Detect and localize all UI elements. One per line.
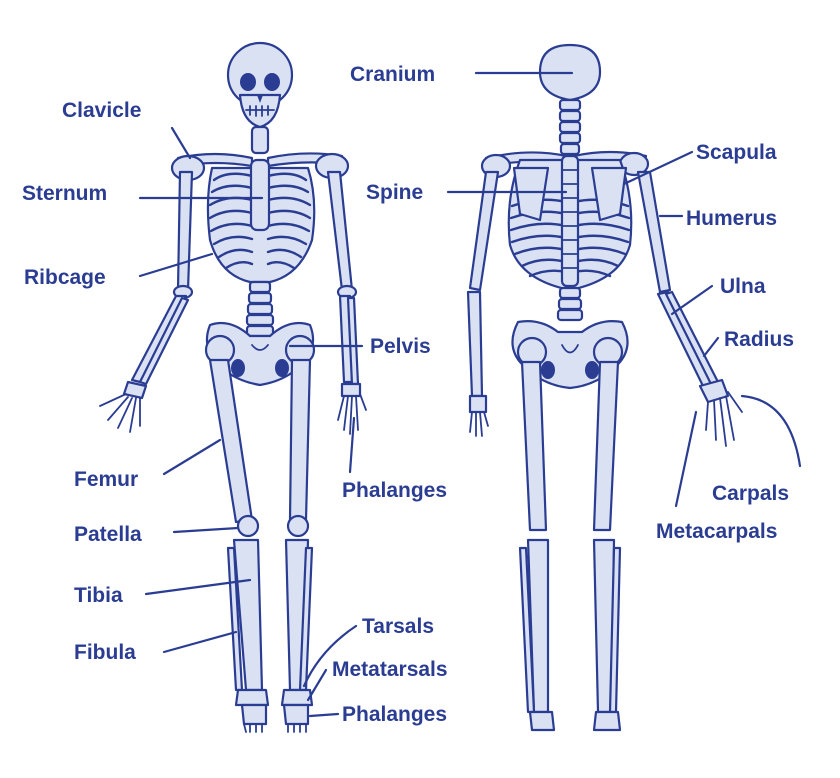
front-right-arm — [326, 170, 367, 435]
metacarpals-leader — [674, 410, 698, 508]
label-carpals: Carpals — [712, 482, 789, 505]
label-humerus: Humerus — [686, 207, 777, 230]
back-ribcage — [507, 154, 633, 292]
leader-lines — [138, 71, 802, 718]
carpals-leader — [740, 394, 802, 468]
metatarsals-leader — [306, 668, 328, 702]
label-tarsals: Tarsals — [362, 615, 434, 638]
front-lumbar-spine — [245, 280, 275, 338]
back-skeleton — [466, 43, 743, 732]
patella-leader — [172, 526, 240, 534]
scapula-leader — [622, 150, 694, 186]
back-left-leg — [516, 336, 556, 732]
front-skeleton — [99, 41, 367, 733]
label-patella: Patella — [74, 523, 142, 546]
ulna-leader — [670, 284, 714, 316]
clavicle-leader — [170, 126, 192, 160]
label-tibia: Tibia — [74, 584, 123, 607]
labels: Cranium Clavicle Sternum Ribcage Pelvis … — [22, 63, 794, 726]
fibula-leader — [162, 630, 238, 654]
front-right-leg — [280, 334, 316, 733]
ribcage-leader — [138, 252, 214, 278]
label-sternum: Sternum — [22, 182, 107, 205]
right-scapula — [590, 166, 628, 222]
front-skull — [226, 41, 294, 129]
label-femur: Femur — [74, 468, 138, 491]
tarsals-leader — [302, 624, 358, 688]
front-left-arm — [99, 170, 194, 433]
back-left-arm — [466, 170, 500, 437]
label-clavicle: Clavicle — [62, 99, 141, 122]
front-ribcage — [206, 158, 316, 284]
label-ulna: Ulna — [720, 275, 766, 298]
label-radius: Radius — [724, 328, 794, 351]
label-metatarsals: Metatarsals — [332, 658, 448, 681]
label-phalanges-hand: Phalanges — [342, 479, 447, 502]
radius-leader — [702, 336, 720, 358]
label-pelvis: Pelvis — [370, 335, 431, 358]
phalanges-foot-leader — [308, 712, 340, 718]
label-metacarpals: Metacarpals — [656, 520, 777, 543]
label-fibula: Fibula — [74, 641, 136, 664]
back-right-arm — [636, 170, 743, 447]
left-scapula — [512, 166, 550, 222]
femur-leader — [162, 438, 222, 476]
label-scapula: Scapula — [696, 141, 777, 164]
label-cranium: Cranium — [350, 63, 435, 86]
front-left-leg — [204, 334, 270, 733]
label-spine: Spine — [366, 181, 423, 204]
label-phalanges-foot: Phalanges — [342, 703, 447, 726]
back-spine — [558, 98, 582, 156]
label-ribcage: Ribcage — [24, 266, 106, 289]
tibia-leader — [144, 578, 252, 596]
phalanges-hand-leader — [348, 416, 356, 474]
back-right-leg — [592, 336, 624, 732]
